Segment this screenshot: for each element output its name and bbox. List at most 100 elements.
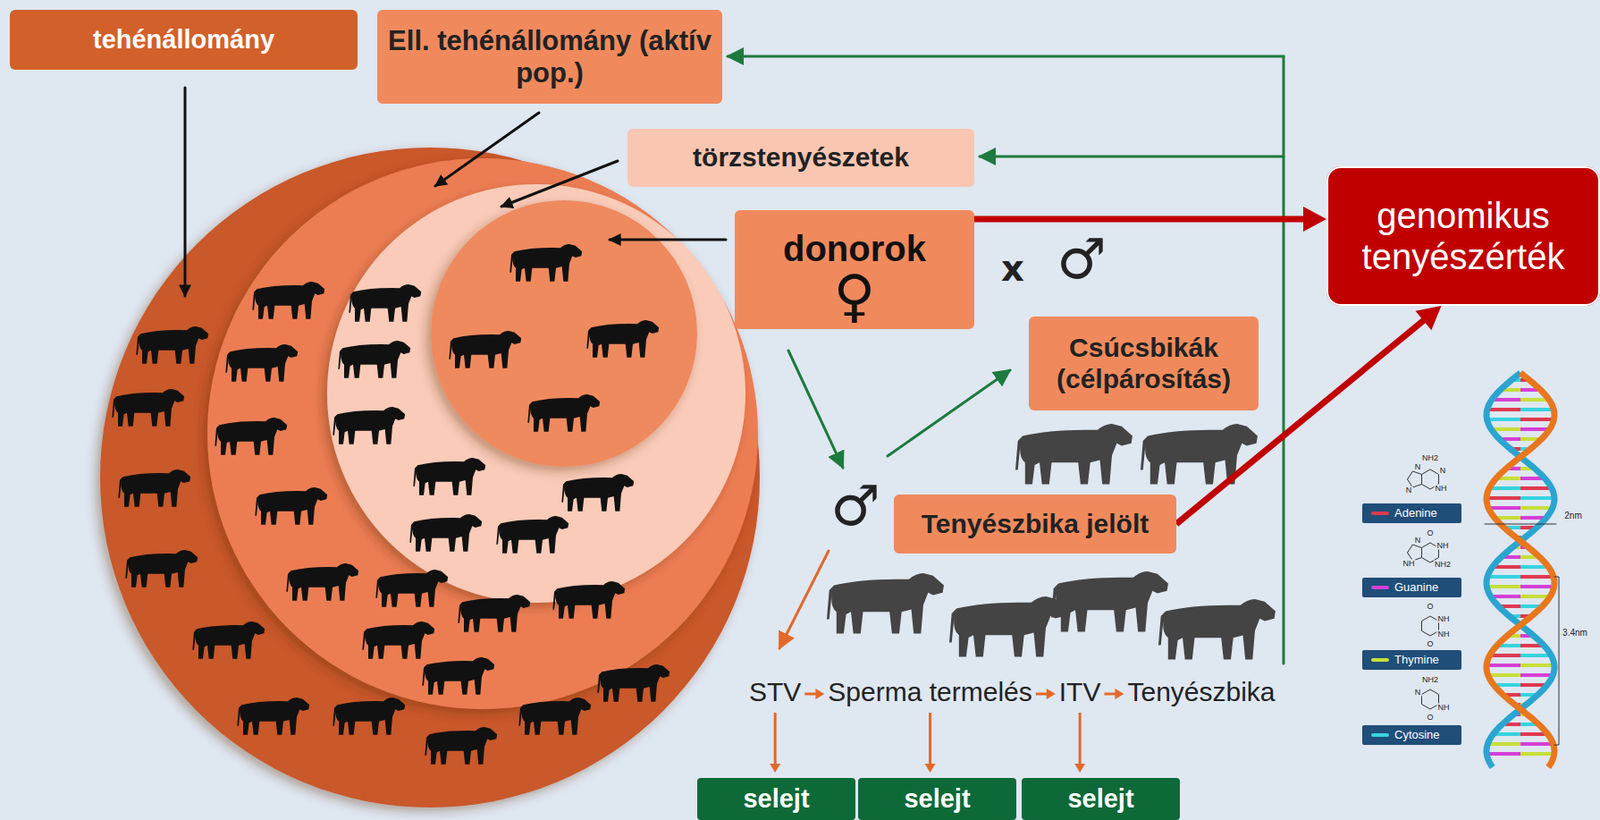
base-pair (1487, 741, 1521, 746)
base-pair (1488, 505, 1521, 510)
cow-silhouette (597, 664, 670, 702)
base-pair (1520, 505, 1553, 510)
cow-silhouette (457, 594, 531, 632)
cow-group (111, 244, 1276, 765)
node-text: genomikus tenyészérték (1337, 194, 1590, 278)
node-text: selejt (742, 783, 809, 814)
leader-arrow (501, 160, 618, 207)
leader-arrow (609, 238, 726, 242)
base-pair (1488, 673, 1521, 677)
dna-strand (1486, 372, 1555, 767)
active-pop-box: Ell. tehénállomány (aktív pop.) (377, 9, 723, 104)
base-pair (1520, 741, 1554, 746)
cow-silhouette (225, 344, 298, 382)
cow-silhouette (409, 513, 482, 552)
bull-silhouette (949, 596, 1067, 657)
cull-arrow (1078, 712, 1082, 766)
cow-silhouette (192, 621, 265, 659)
leader-arrows (185, 56, 1559, 745)
dimension-label: 2nm (1564, 511, 1582, 521)
arrow-head (1303, 206, 1327, 232)
node-text: Thymine (1394, 653, 1440, 667)
node-text: Tenyészbika jelölt (921, 508, 1150, 540)
stage-arrow (804, 692, 817, 696)
cow-silhouette (337, 340, 411, 379)
base-pair (1486, 751, 1521, 756)
atom-label: NH2 (1433, 560, 1452, 569)
stage-label: STV (749, 678, 801, 706)
cow-silhouette (125, 549, 198, 588)
cow-silhouette (332, 406, 405, 445)
atom-label: N (1405, 486, 1414, 495)
base-pair (1520, 496, 1555, 500)
feedback-line (979, 155, 1284, 159)
base-pair (1486, 496, 1521, 500)
cow-silhouette (552, 581, 625, 619)
node-text: donorok (783, 227, 927, 270)
atom-label: NH (1434, 484, 1449, 493)
node-text: Guanine (1394, 581, 1439, 595)
base-color-bar (1371, 511, 1390, 515)
top-bull-box: Csúcsbikák (célpárosítás) (1028, 316, 1259, 411)
cow-silhouette (509, 244, 582, 282)
atom-label: O (1425, 713, 1434, 722)
base-pair (1520, 751, 1555, 756)
ring-outline (1406, 471, 1422, 488)
cow-silhouette (252, 281, 325, 320)
cull-box: selejt (697, 777, 856, 820)
stage-label: Sperma termelés (827, 678, 1032, 706)
cow-silhouette (375, 569, 448, 607)
green-arrow (887, 370, 1011, 456)
cull-box: selejt (1021, 777, 1180, 820)
genomic-value-box: genomikus tenyészérték (1326, 166, 1600, 306)
atom-label: NH (1437, 703, 1451, 712)
node-text: selejt (903, 783, 970, 814)
nucleus-box: törzstenyészetek (627, 128, 975, 187)
atom-label: NH (1437, 614, 1451, 624)
herd-box: tehénállomány (9, 9, 358, 70)
dimension-line (1554, 576, 1559, 745)
cow-silhouette (586, 320, 659, 358)
base-pair (1520, 417, 1554, 422)
cow-silhouette (135, 326, 209, 364)
dna-strand (1486, 372, 1555, 767)
base-pair (1489, 486, 1521, 490)
ring-outline (1406, 544, 1422, 561)
atom-label: O (1425, 529, 1434, 538)
nucleus-circle (327, 184, 746, 603)
cow-silhouette (527, 394, 600, 432)
atom-label: O (1425, 640, 1434, 649)
donor-box: donorok♀ (734, 210, 975, 329)
base-color-bar (1371, 657, 1390, 662)
dimension-line (1484, 523, 1557, 525)
candidate-box: Tenyészbika jelölt (893, 494, 1177, 554)
leader-arrow (184, 87, 187, 296)
base-pair (1487, 407, 1521, 412)
cow-silhouette (421, 656, 495, 695)
node-text: tehénállomány (92, 25, 275, 55)
stage-label: Tenyészbika (1127, 678, 1275, 706)
active-circle (207, 158, 758, 709)
stage-label: ITV (1059, 678, 1102, 706)
green-arrow (788, 350, 843, 468)
atom-label: NH (1436, 541, 1450, 550)
cow-silhouette (518, 697, 591, 735)
bull-silhouette (1051, 571, 1169, 632)
dna-helix (1486, 372, 1555, 767)
cow-silhouette (561, 473, 634, 512)
cow-silhouette (286, 563, 359, 601)
base-label: Adenine (1362, 503, 1462, 523)
herd-circle (100, 147, 760, 808)
base-pair (1486, 584, 1521, 589)
cow-silhouette (214, 417, 287, 455)
base-color-bar (1371, 585, 1390, 590)
leader-arrow (435, 112, 539, 186)
atom-label: N (1439, 466, 1448, 475)
herd-circles (100, 147, 760, 808)
base-color-bar (1371, 732, 1390, 737)
cow-silhouette (424, 726, 497, 765)
cow-silhouette (348, 284, 422, 322)
stage-arrow (1103, 692, 1117, 696)
cow-silhouette (362, 621, 435, 659)
